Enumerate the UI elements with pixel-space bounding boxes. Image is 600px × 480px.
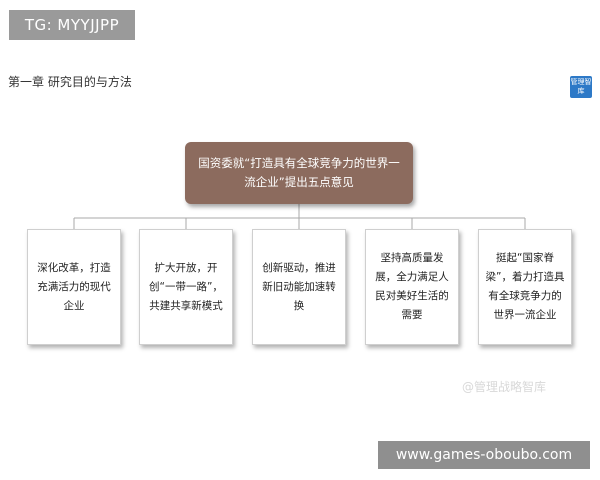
root-node-label: 国资委就“打造具有全球竞争力的世界一流企业”提出五点意见 <box>198 156 400 189</box>
leaf-node-5: 挺起“国家脊梁”，着力打造具有全球竞争力的世界一流企业 <box>478 229 572 345</box>
leaf-node-label: 挺起“国家脊梁”，着力打造具有全球竞争力的世界一流企业 <box>485 252 565 321</box>
root-node: 国资委就“打造具有全球竞争力的世界一流企业”提出五点意见 <box>185 142 413 204</box>
tg-badge: TG: MYYJJPP <box>9 10 135 40</box>
leaf-node-label: 扩大开放，开创“一带一路”，共建共享新模式 <box>149 261 223 312</box>
logo-icon: 管理智库 <box>570 76 592 98</box>
leaf-node-label: 坚持高质量发展，全力满足人民对美好生活的需要 <box>375 252 449 321</box>
site-badge: www.games-oboubo.com <box>378 441 590 469</box>
leaf-node-2: 扩大开放，开创“一带一路”，共建共享新模式 <box>139 229 233 345</box>
leaf-node-label: 深化改革，打造充满活力的现代企业 <box>37 261 111 312</box>
watermark: @管理战略智库 <box>462 380 547 394</box>
chapter-title: 第一章 研究目的与方法 <box>8 75 132 89</box>
leaf-node-label: 创新驱动，推进新旧动能加速转换 <box>262 261 336 312</box>
leaf-node-4: 坚持高质量发展，全力满足人民对美好生活的需要 <box>365 229 459 345</box>
leaf-node-1: 深化改革，打造充满活力的现代企业 <box>27 229 121 345</box>
leaf-node-3: 创新驱动，推进新旧动能加速转换 <box>252 229 346 345</box>
